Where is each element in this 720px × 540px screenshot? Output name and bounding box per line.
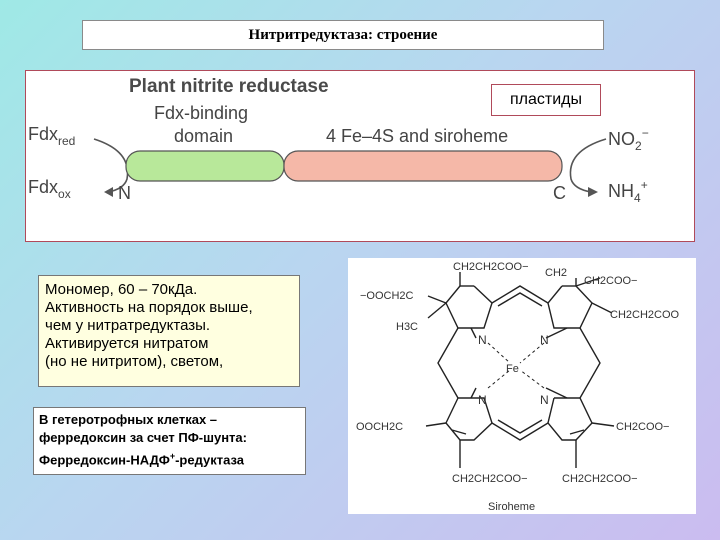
fe-atom: Fe xyxy=(506,363,519,375)
plastid-label: пластиды xyxy=(491,84,601,116)
nitrite-reductase-domain-figure: Plant nitrite reductase Fdx-binding doma… xyxy=(25,70,695,242)
hetero-line-1: В гетеротрофных клетках – xyxy=(39,412,218,427)
fdx-binding-domain-bar xyxy=(125,150,285,182)
c-terminus-label: C xyxy=(553,183,566,203)
left-top-substituent: −OOCH2C xyxy=(360,290,414,302)
right-bottom-substituent: CH2COO− xyxy=(616,421,670,433)
hetero-line-3: Ферредоксин-НАДФ+-редуктаза xyxy=(39,451,245,468)
ammonium-label: NH4+ xyxy=(608,178,648,205)
figure-heading: Plant nitrite reductase xyxy=(129,76,329,97)
siroheme-bonds xyxy=(425,272,615,468)
left-bottom-substituent: OOCH2C xyxy=(356,421,403,433)
fdx-ox-label: Fdxox xyxy=(28,177,71,201)
top-right-substituent: CH2COO− xyxy=(584,275,638,287)
center-domain-bar xyxy=(283,150,563,182)
bottom-right-substituent: CH2CH2COO− xyxy=(562,473,638,485)
monomer-line-2: Активность на порядок выше, xyxy=(45,299,253,316)
slide-title-text: Нитритредуктаза: строение xyxy=(248,26,438,43)
monomer-line-1: Мономер, 60 – 70кДа. xyxy=(45,281,198,298)
siroheme-diagram: N N N N Fe CH2CH2COO− CH2 CH2COO− −OOCH2… xyxy=(356,261,680,513)
monomer-line-5: (но не нитритом), светом, xyxy=(45,353,224,370)
hetero-line-2: ферредоксин за счет ПФ-шунта: xyxy=(39,430,247,445)
top-ch2-substituent: CH2 xyxy=(545,267,567,279)
fdx-domain-label-line1: Fdx-binding xyxy=(154,103,248,123)
right-top-substituent: CH2CH2COO xyxy=(610,309,680,321)
n-terminus-label: N xyxy=(118,183,131,203)
center-domain-label: 4 Fe–4S and siroheme xyxy=(326,126,508,146)
monomer-line-4: Активируется нитратом xyxy=(45,335,209,352)
nitrite-label: NO2− xyxy=(608,126,649,153)
left-reaction-arrow xyxy=(93,138,129,193)
right-arrowhead xyxy=(588,187,598,197)
top-left-substituent: CH2CH2COO− xyxy=(453,261,529,273)
heterotroph-info-box: В гетеротрофных клетках – ферредоксин за… xyxy=(33,407,306,475)
siroheme-caption: Siroheme xyxy=(488,501,535,513)
n-atom-top-left: N xyxy=(478,333,487,347)
fdx-domain-label-line2: domain xyxy=(174,126,233,146)
left-arrowhead xyxy=(104,187,113,197)
right-reaction-arrow xyxy=(569,138,607,193)
fdx-red-label: Fdxred xyxy=(28,124,75,148)
siroheme-structure: N N N N Fe CH2CH2COO− CH2 CH2COO− −OOCH2… xyxy=(348,258,696,514)
monomer-line-3: чем у нитратредуктазы. xyxy=(45,317,211,334)
slide-title: Нитритредуктаза: строение xyxy=(82,20,604,50)
bottom-left-substituent: CH2CH2COO− xyxy=(452,473,528,485)
n-atom-bottom-right: N xyxy=(540,393,549,407)
n-atom-top-right: N xyxy=(540,333,549,347)
monomer-info-box: Мономер, 60 – 70кДа. Активность на поряд… xyxy=(38,275,300,387)
left-methyl-substituent: H3C xyxy=(396,321,418,333)
domain-diagram: Plant nitrite reductase Fdx-binding doma… xyxy=(28,76,649,205)
fe-coordination-bonds xyxy=(487,342,545,389)
n-atom-bottom-left: N xyxy=(478,393,487,407)
